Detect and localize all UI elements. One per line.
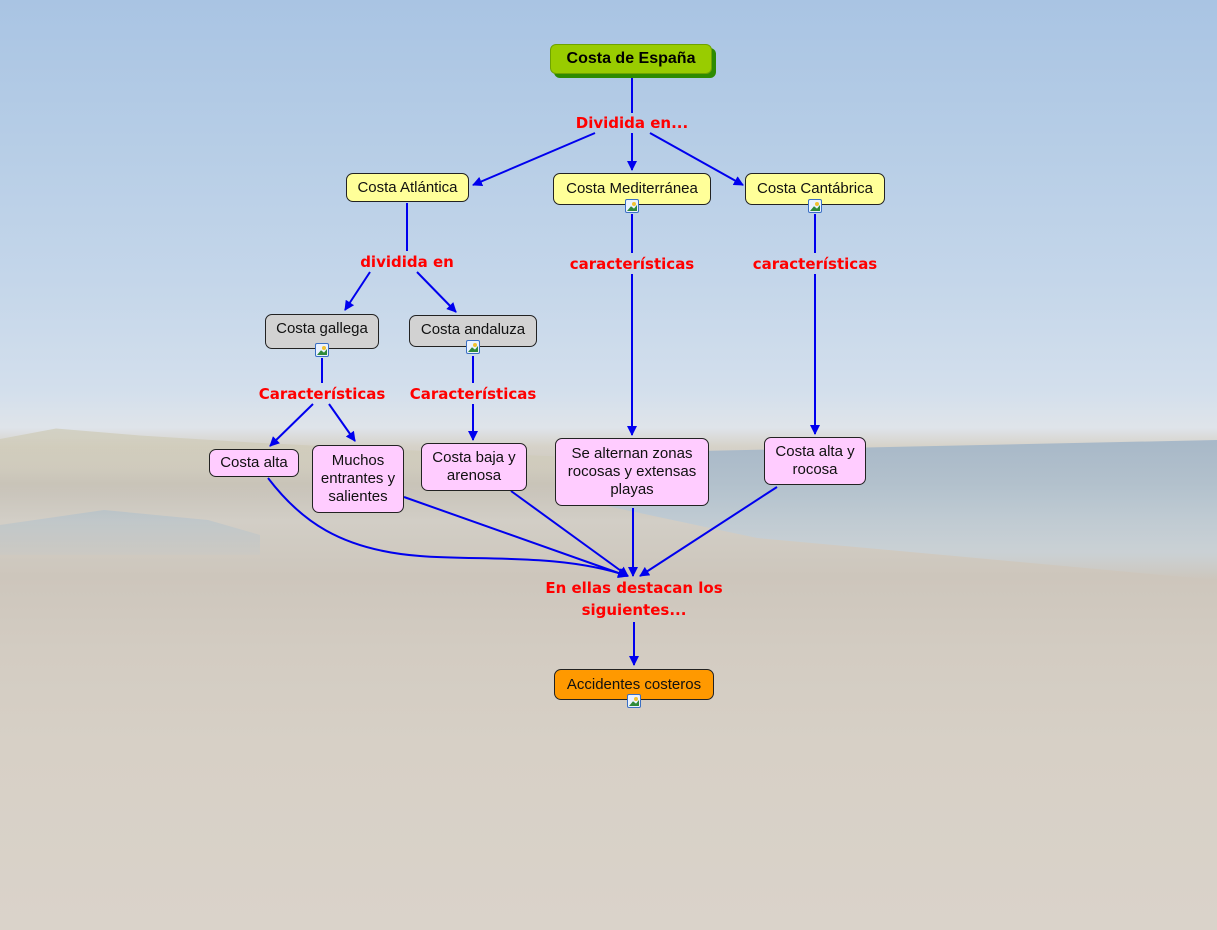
link-phrase-to-andaluza bbox=[416, 271, 457, 313]
linking-phrase-caracteristicas-andaluza[interactable]: Características bbox=[409, 385, 537, 403]
concept-costa-baja-y-arenosa[interactable]: Costa baja y arenosa bbox=[421, 443, 527, 491]
linking-phrase-en-ellas-destacan[interactable]: En ellas destacan los siguientes... bbox=[530, 577, 738, 621]
link-phrase-to-cantabrica bbox=[649, 132, 744, 186]
link-phrase-to-atlantica bbox=[472, 132, 596, 187]
link-alta-rocosa-to-highlight bbox=[639, 486, 778, 577]
linking-phrase-line-2: siguientes... bbox=[581, 601, 687, 619]
linking-phrase-caracteristicas-mediterranea[interactable]: características bbox=[569, 255, 695, 273]
image-attachment-icon[interactable] bbox=[315, 343, 329, 357]
linking-phrase-caracteristicas-gallega[interactable]: Características bbox=[258, 385, 386, 403]
linking-phrase-line-1: En ellas destacan los bbox=[545, 579, 723, 597]
concept-costa-atlantica[interactable]: Costa Atlántica bbox=[346, 173, 469, 202]
concept-costa-alta[interactable]: Costa alta bbox=[209, 449, 299, 477]
link-baja-arenosa-to-highlight bbox=[510, 490, 629, 577]
linking-phrase-dividida-en-atlantica[interactable]: dividida en bbox=[360, 253, 454, 271]
image-attachment-icon[interactable] bbox=[627, 694, 641, 708]
concept-se-alternan-zonas[interactable]: Se alternan zonas rocosas y extensas pla… bbox=[555, 438, 709, 506]
root-concept-costa-de-espana[interactable]: Costa de España bbox=[550, 44, 712, 74]
image-attachment-icon[interactable] bbox=[466, 340, 480, 354]
concept-muchos-entrantes-y-salientes[interactable]: Muchos entrantes y salientes bbox=[312, 445, 404, 513]
link-costa-alta-to-highlight bbox=[267, 477, 629, 578]
link-phrase-to-gallega bbox=[344, 271, 371, 311]
image-attachment-icon[interactable] bbox=[625, 199, 639, 213]
link-phrase-to-entrantes bbox=[328, 403, 356, 442]
image-attachment-icon[interactable] bbox=[808, 199, 822, 213]
linking-phrase-caracteristicas-cantabrica[interactable]: características bbox=[752, 255, 878, 273]
linking-phrase-dividida-en[interactable]: Dividida en... bbox=[575, 114, 689, 132]
link-entrantes-to-highlight bbox=[403, 496, 628, 578]
concept-costa-cantabrica[interactable]: Costa Cantábrica bbox=[745, 173, 885, 205]
concept-costa-alta-y-rocosa[interactable]: Costa alta y rocosa bbox=[764, 437, 866, 485]
link-phrase-to-costa-alta bbox=[269, 403, 314, 447]
